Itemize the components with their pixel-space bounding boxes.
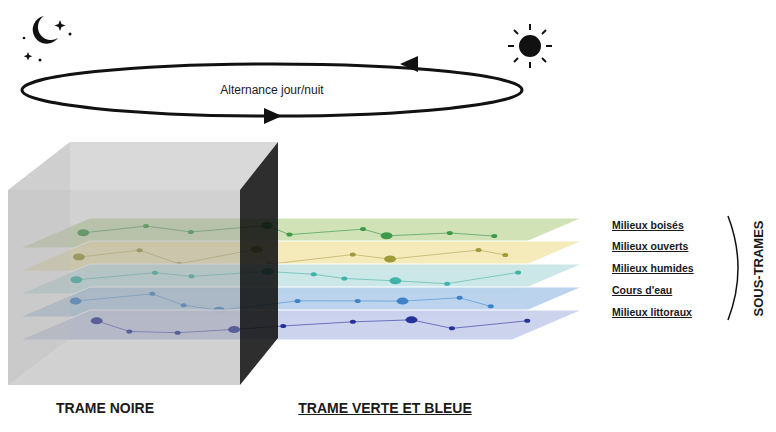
sun <box>508 24 552 68</box>
group-label: SOUS-TRAMES <box>751 220 766 316</box>
reservoir-dot <box>286 233 292 237</box>
corridor-line <box>387 233 450 236</box>
corridor-line <box>447 272 518 283</box>
reservoir-dot <box>350 320 356 324</box>
reservoir-dot <box>502 253 508 257</box>
reservoir-dot <box>444 282 450 286</box>
bracket <box>728 216 738 320</box>
corridor-line <box>479 250 506 255</box>
reservoir-dot <box>457 296 463 300</box>
reservoir-dot <box>280 324 286 328</box>
reservoir-dot <box>515 270 521 274</box>
reservoir-dot <box>384 256 396 263</box>
moon-stars <box>23 16 72 62</box>
reservoir-dot <box>341 276 347 280</box>
corridor-line <box>403 298 460 301</box>
corridor-line <box>353 320 412 322</box>
reservoir-dot <box>447 231 453 235</box>
reservoir-dot <box>397 298 409 305</box>
reservoir-dot <box>381 232 393 239</box>
box-side <box>8 142 70 385</box>
corridor-line <box>270 255 353 265</box>
sub-layer-label: Milieux boisés <box>612 219 684 231</box>
corridor-line <box>283 322 353 326</box>
reservoir-dot <box>524 319 530 323</box>
reservoir-dot <box>295 299 301 303</box>
sub-layer-label: Cours d'eau <box>612 284 672 296</box>
reservoir-dot <box>491 234 497 238</box>
reservoir-dot <box>360 227 366 231</box>
corridor-line <box>298 300 358 301</box>
sub-layer-label: Milieux littoraux <box>612 306 692 318</box>
sub-layer-label: Milieux ouverts <box>612 240 688 252</box>
corridor-line <box>450 233 495 236</box>
reservoir-dot <box>406 316 418 323</box>
cycle-label: Alternance jour/nuit <box>217 83 326 97</box>
reservoir-dot <box>389 277 401 284</box>
layer-title: TRAME VERTE ET BLEUE <box>298 400 471 416</box>
sub-layer-label: Milieux humides <box>612 262 694 274</box>
corridor-line <box>390 250 478 259</box>
corridor-line <box>412 320 452 328</box>
reservoir-dot <box>311 272 317 276</box>
corridor-line <box>395 281 447 284</box>
reservoir-dot <box>449 326 455 330</box>
reservoir-dot <box>350 253 356 257</box>
night-plane <box>240 142 278 385</box>
reservoir-dot <box>476 248 482 252</box>
cycle-ellipse <box>22 56 522 124</box>
corridor-line <box>344 278 395 280</box>
layer-title: TRAME NOIRE <box>56 400 154 416</box>
corridor-line <box>460 298 491 307</box>
reservoir-dot <box>355 299 361 303</box>
corridor-line <box>452 321 527 329</box>
corridor-line <box>289 229 363 234</box>
corridor-line <box>358 300 403 301</box>
reservoir-dot <box>488 304 494 308</box>
corridor-line <box>314 274 345 278</box>
